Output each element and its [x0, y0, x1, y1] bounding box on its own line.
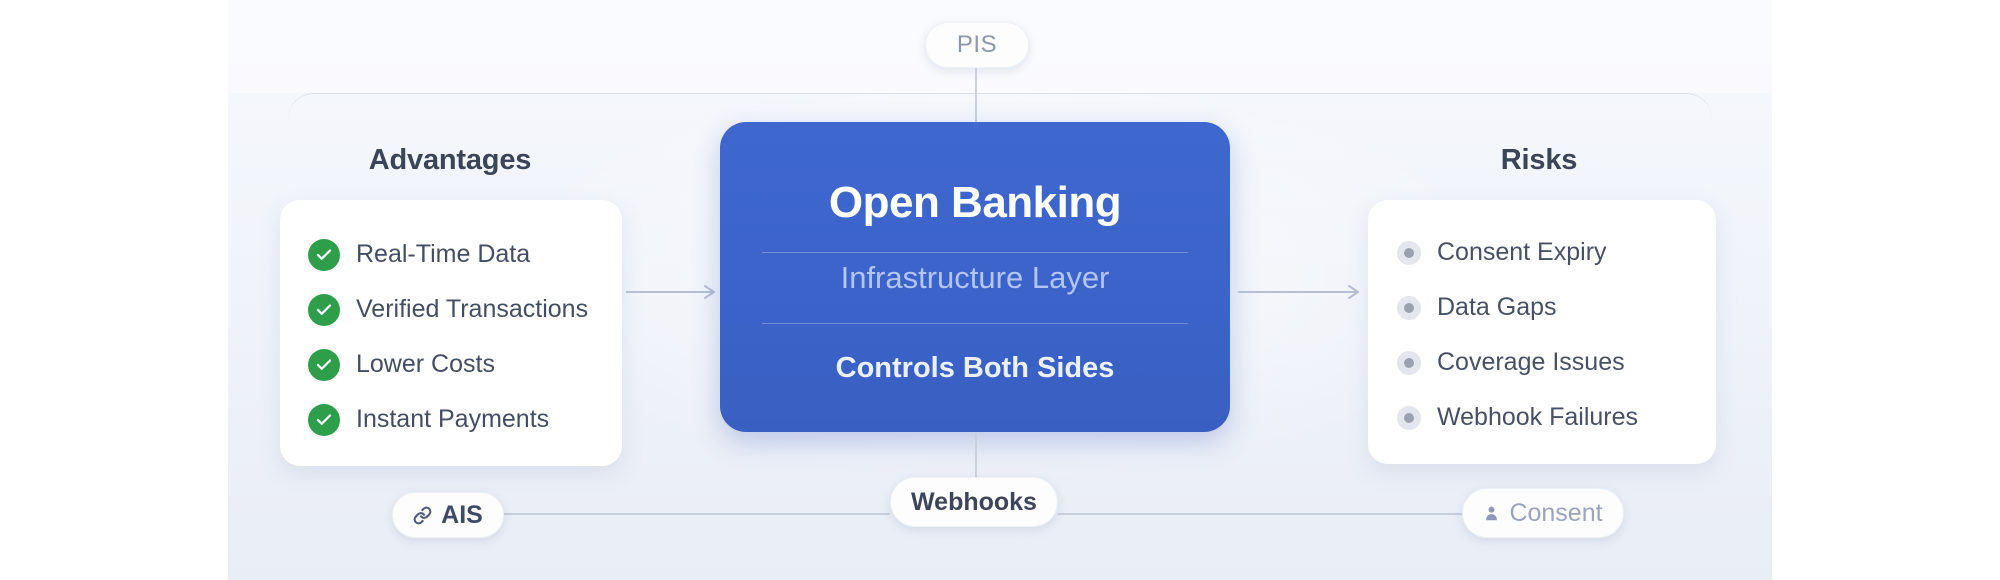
risks-title: Risks — [1500, 144, 1578, 176]
list-item: Data Gaps — [1397, 280, 1716, 335]
bullet-dot-icon — [1397, 240, 1421, 265]
risk-item-label: Coverage Issues — [1437, 348, 1625, 376]
advantages-card: Real-Time Data Verified Transactions Low… — [280, 200, 622, 466]
backdrop-panel-edge — [288, 93, 1712, 579]
list-item: Lower Costs — [308, 337, 622, 392]
risks-card: Consent Expiry Data Gaps Coverage Issues… — [1368, 200, 1716, 464]
consent-pill[interactable]: Consent — [1462, 488, 1624, 538]
link-icon — [413, 506, 432, 524]
center-box-subtitle: Infrastructure Layer — [840, 260, 1110, 295]
advantage-item-label: Instant Payments — [356, 405, 550, 433]
advantage-item-label: Verified Transactions — [356, 295, 589, 323]
list-item: Coverage Issues — [1397, 335, 1716, 390]
person-icon — [1486, 506, 1498, 520]
list-item: Instant Payments — [308, 392, 622, 447]
center-box-footer: Controls Both Sides — [835, 352, 1115, 384]
webhooks-pill-label: Webhooks — [911, 487, 1037, 516]
list-item: Verified Transactions — [308, 282, 622, 337]
ais-pill[interactable]: AIS — [392, 492, 504, 538]
consent-pill-label: Consent — [1509, 498, 1603, 527]
divider — [762, 323, 1188, 324]
check-icon — [308, 348, 340, 381]
webhooks-pill[interactable]: Webhooks — [890, 477, 1058, 527]
connector-ais-to-webhooks — [504, 513, 890, 515]
list-item: Webhook Failures — [1397, 390, 1716, 445]
center-box-title: Open Banking — [828, 178, 1122, 227]
risk-item-label: Webhook Failures — [1437, 403, 1639, 431]
bullet-dot-icon — [1397, 350, 1421, 375]
pis-pill[interactable]: PIS — [925, 22, 1029, 68]
advantage-item-label: Lower Costs — [356, 350, 495, 378]
check-icon — [308, 403, 340, 436]
bullet-dot-icon — [1397, 295, 1421, 320]
connector-webhooks-to-consent — [1058, 513, 1462, 515]
divider — [762, 252, 1188, 253]
open-banking-box: Open Banking Infrastructure Layer Contro… — [720, 122, 1230, 432]
advantages-title: Advantages — [368, 144, 532, 176]
list-item: Real-Time Data — [308, 227, 622, 282]
diagram-canvas: PIS Advantages Real-Time Data Verified T… — [228, 0, 1772, 580]
arrow-right-icon — [1238, 285, 1359, 299]
pis-pill-label: PIS — [956, 31, 998, 58]
connector-pis-to-box — [975, 68, 977, 122]
list-item: Consent Expiry — [1397, 225, 1716, 280]
check-icon — [308, 238, 340, 271]
bullet-dot-icon — [1397, 405, 1421, 430]
risk-item-label: Consent Expiry — [1437, 238, 1607, 266]
advantage-item-label: Real-Time Data — [356, 240, 531, 268]
check-icon — [308, 293, 340, 326]
risk-item-label: Data Gaps — [1437, 293, 1557, 321]
connector-box-to-webhooks — [975, 433, 977, 477]
arrow-right-icon — [626, 285, 715, 299]
ais-pill-label: AIS — [441, 500, 483, 529]
